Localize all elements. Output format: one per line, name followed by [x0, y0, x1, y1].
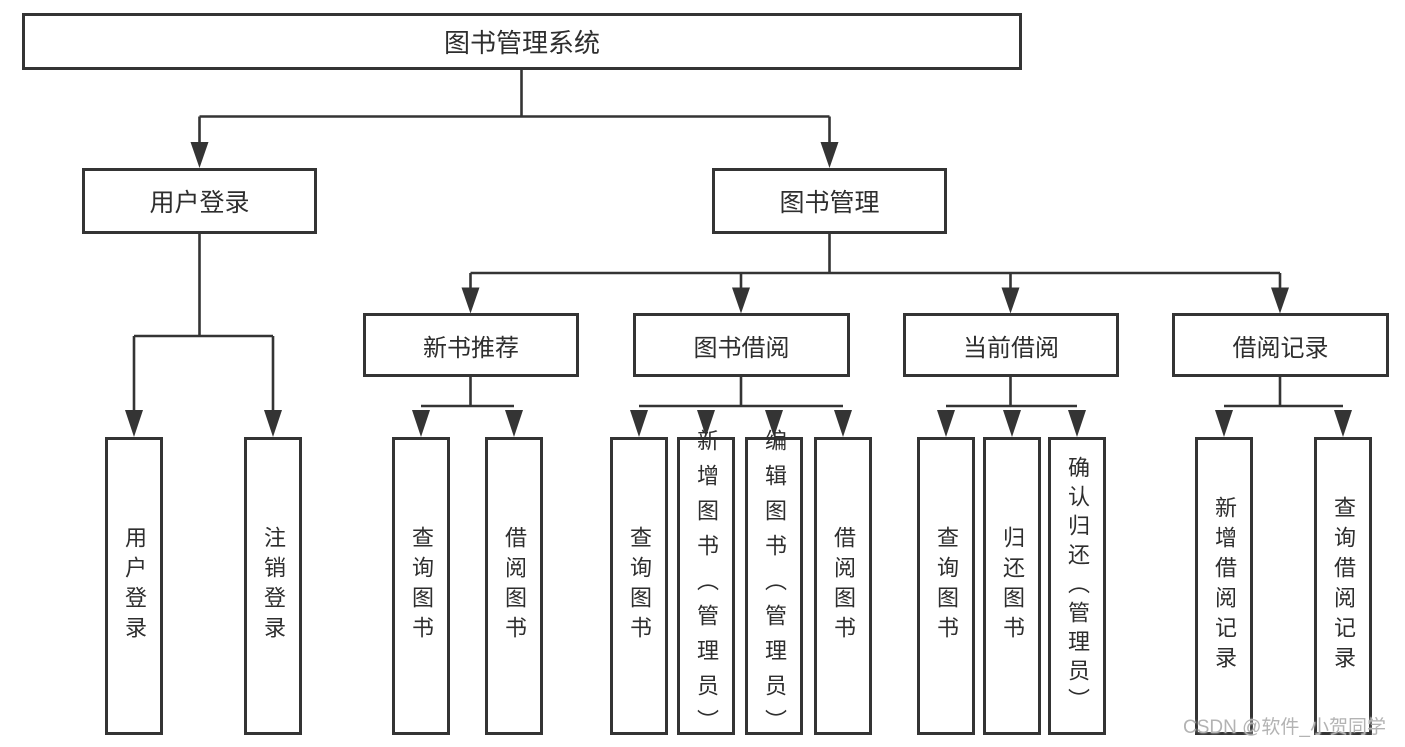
node-rec-borrow-books: 借阅图书 [485, 437, 543, 735]
node-new-book-recommend: 新书推荐 [363, 313, 579, 377]
node-user-login: 用户登录 [82, 168, 317, 234]
node-label: 归还图书 [1000, 526, 1025, 646]
node-root-system: 图书管理系统 [22, 13, 1022, 70]
node-borrowing-records: 借阅记录 [1172, 313, 1389, 377]
node-bb-borrow-books: 借阅图书 [814, 437, 872, 735]
node-label: 借阅图书 [831, 526, 856, 646]
node-cb-confirm-return-admin: 确认归还（管理员） [1048, 437, 1106, 735]
node-label: 查询图书 [409, 526, 434, 646]
node-rec-query-books: 查询图书 [392, 437, 450, 735]
node-bb-add-books-admin: 新增图书（管理员） [677, 429, 735, 744]
node-leaf-logout: 注销登录 [244, 437, 302, 735]
node-bb-edit-books-admin: 编辑图书（管理员） [745, 429, 803, 744]
node-cb-return-books: 归还图书 [983, 437, 1041, 735]
node-bb-query-books: 查询图书 [610, 437, 668, 735]
node-label: 用户登录 [122, 526, 147, 646]
node-label: 编辑图书（管理员） [762, 428, 787, 744]
csdn-watermark: CSDN @软件_小贺同学 [1183, 717, 1386, 738]
node-label: 查询图书 [627, 526, 652, 646]
node-label: 借阅图书 [502, 526, 527, 646]
node-label: 新增图书（管理员） [694, 428, 719, 744]
node-leaf-user-login: 用户登录 [105, 437, 163, 735]
node-book-management: 图书管理 [712, 168, 947, 234]
node-label: 确认归还（管理员） [1065, 455, 1090, 717]
node-label: 注销登录 [261, 526, 286, 646]
node-label: 查询借阅记录 [1331, 496, 1356, 676]
node-label: 新增借阅记录 [1212, 496, 1237, 676]
node-book-borrowing: 图书借阅 [633, 313, 850, 377]
node-label: 查询图书 [934, 526, 959, 646]
node-br-add-borrow-record: 新增借阅记录 [1195, 437, 1253, 735]
node-br-query-borrow-record: 查询借阅记录 [1314, 437, 1372, 735]
node-cb-query-books: 查询图书 [917, 437, 975, 735]
node-current-borrowing: 当前借阅 [903, 313, 1119, 377]
